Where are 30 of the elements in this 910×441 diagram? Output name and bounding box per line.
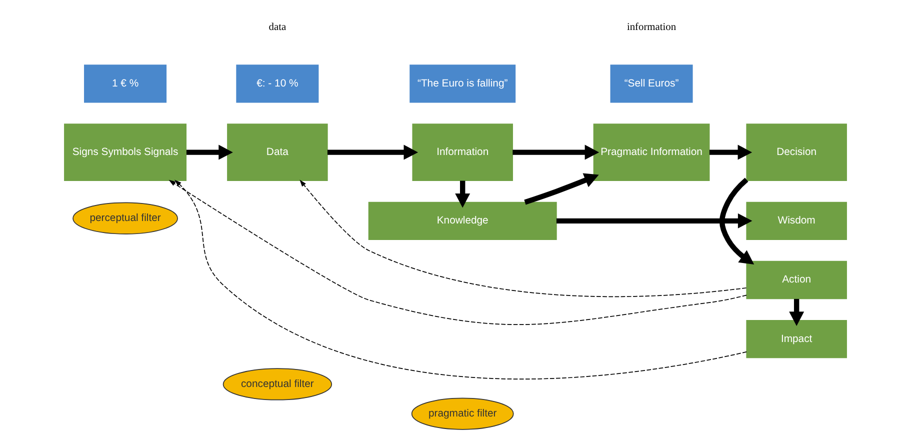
node-box: Wisdom — [746, 202, 846, 240]
arrow — [454, 180, 470, 208]
arrow — [512, 144, 599, 160]
node-ellipse: conceptual filter — [222, 368, 332, 400]
arrow — [326, 144, 418, 160]
arrow — [708, 144, 752, 160]
node-box: Decision — [746, 124, 846, 181]
label: data — [268, 22, 286, 33]
arrow — [186, 144, 232, 160]
arrow — [174, 180, 747, 380]
arrow — [556, 213, 752, 228]
arrow — [524, 173, 598, 205]
node-box: Data — [226, 124, 328, 181]
arrow — [168, 180, 746, 325]
node-box: 1 € % — [84, 64, 166, 103]
node-box: €: - 10 % — [236, 64, 318, 103]
label: information — [626, 22, 676, 33]
node-box: Pragmatic Information — [592, 124, 710, 181]
node-box: Knowledge — [368, 202, 556, 240]
node-box: Action — [746, 260, 846, 300]
node-box: Signs Symbols Signals — [64, 124, 186, 181]
node-box: “Sell Euros” — [610, 64, 692, 103]
node-box: Information — [412, 124, 512, 181]
node-ellipse: perceptual filter — [72, 202, 178, 234]
node-ellipse: pragmatic filter — [410, 398, 514, 430]
arrow — [718, 178, 754, 264]
arrow — [788, 298, 804, 326]
node-box: Impact — [746, 320, 846, 358]
arrow — [299, 180, 746, 298]
node-box: “The Euro is falling” — [409, 64, 516, 103]
